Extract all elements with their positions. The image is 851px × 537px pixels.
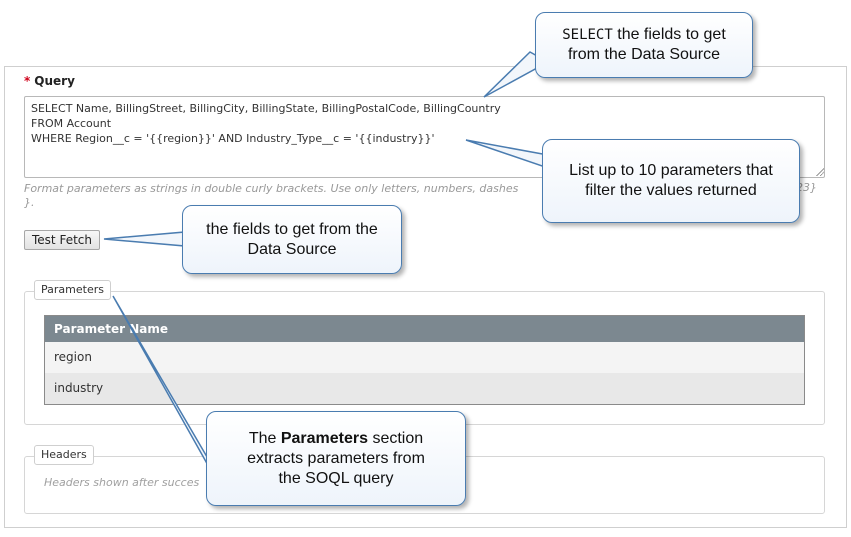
callout-from-line2: Data Source (247, 240, 337, 258)
callout-from-source: the fields to get from the Data Source (182, 205, 402, 274)
query-label: *Query (24, 74, 75, 88)
table-row: industry (45, 373, 804, 404)
callout-select-fields: SELECT the fields to get from the Data S… (535, 12, 753, 78)
query-textarea[interactable]: SELECT Name, BillingStreet, BillingCity,… (24, 96, 825, 178)
parameters-table: Parameter Name region industry (44, 315, 805, 405)
callout-select-keyword: SELECT (562, 27, 613, 43)
callout-params-line2: extracts parameters from (247, 449, 425, 467)
query-label-text: Query (34, 74, 75, 88)
query-help-text-line2: }. (24, 196, 35, 209)
parameter-name-column-header: Parameter Name (45, 316, 804, 342)
callout-params-line1: The Parameters section (207, 429, 465, 449)
callout-params-pre: The (248, 429, 281, 447)
query-help-text-end: 23} (796, 181, 817, 194)
table-row: region (45, 342, 804, 373)
callout-params-bold: Parameters (280, 429, 369, 447)
callout-from-line1: the fields to get from the (206, 220, 378, 238)
callout-where-line2: filter the values returned (585, 182, 757, 199)
callout-params-line3: the SOQL query (278, 469, 394, 487)
callout-parameters-section: The Parameters section extracts paramete… (206, 411, 466, 506)
query-line-where: WHERE Region__c = '{{region}}' AND Indus… (31, 132, 435, 145)
test-fetch-button[interactable]: Test Fetch (24, 230, 100, 250)
callout-where-parameters: List up to 10 parameters that filter the… (542, 139, 800, 223)
query-line-select: SELECT Name, BillingStreet, BillingCity,… (31, 102, 501, 115)
headers-help-text: Headers shown after succes (44, 476, 200, 489)
callout-params-post: section (368, 429, 424, 447)
callout-where-line1: List up to 10 parameters that (569, 162, 773, 179)
textarea-resize-handle[interactable] (815, 167, 824, 176)
query-help-text: Format parameters as strings in double c… (24, 182, 519, 195)
headers-legend: Headers (34, 445, 94, 465)
callout-select-line2: from the Data Source (567, 46, 721, 63)
callout-select-text: the fields to get (612, 26, 726, 43)
query-line-from: FROM Account (31, 117, 112, 130)
callout-select-line1: SELECT the fields to get (536, 25, 752, 45)
required-marker: * (24, 74, 31, 88)
parameters-legend: Parameters (34, 280, 111, 300)
